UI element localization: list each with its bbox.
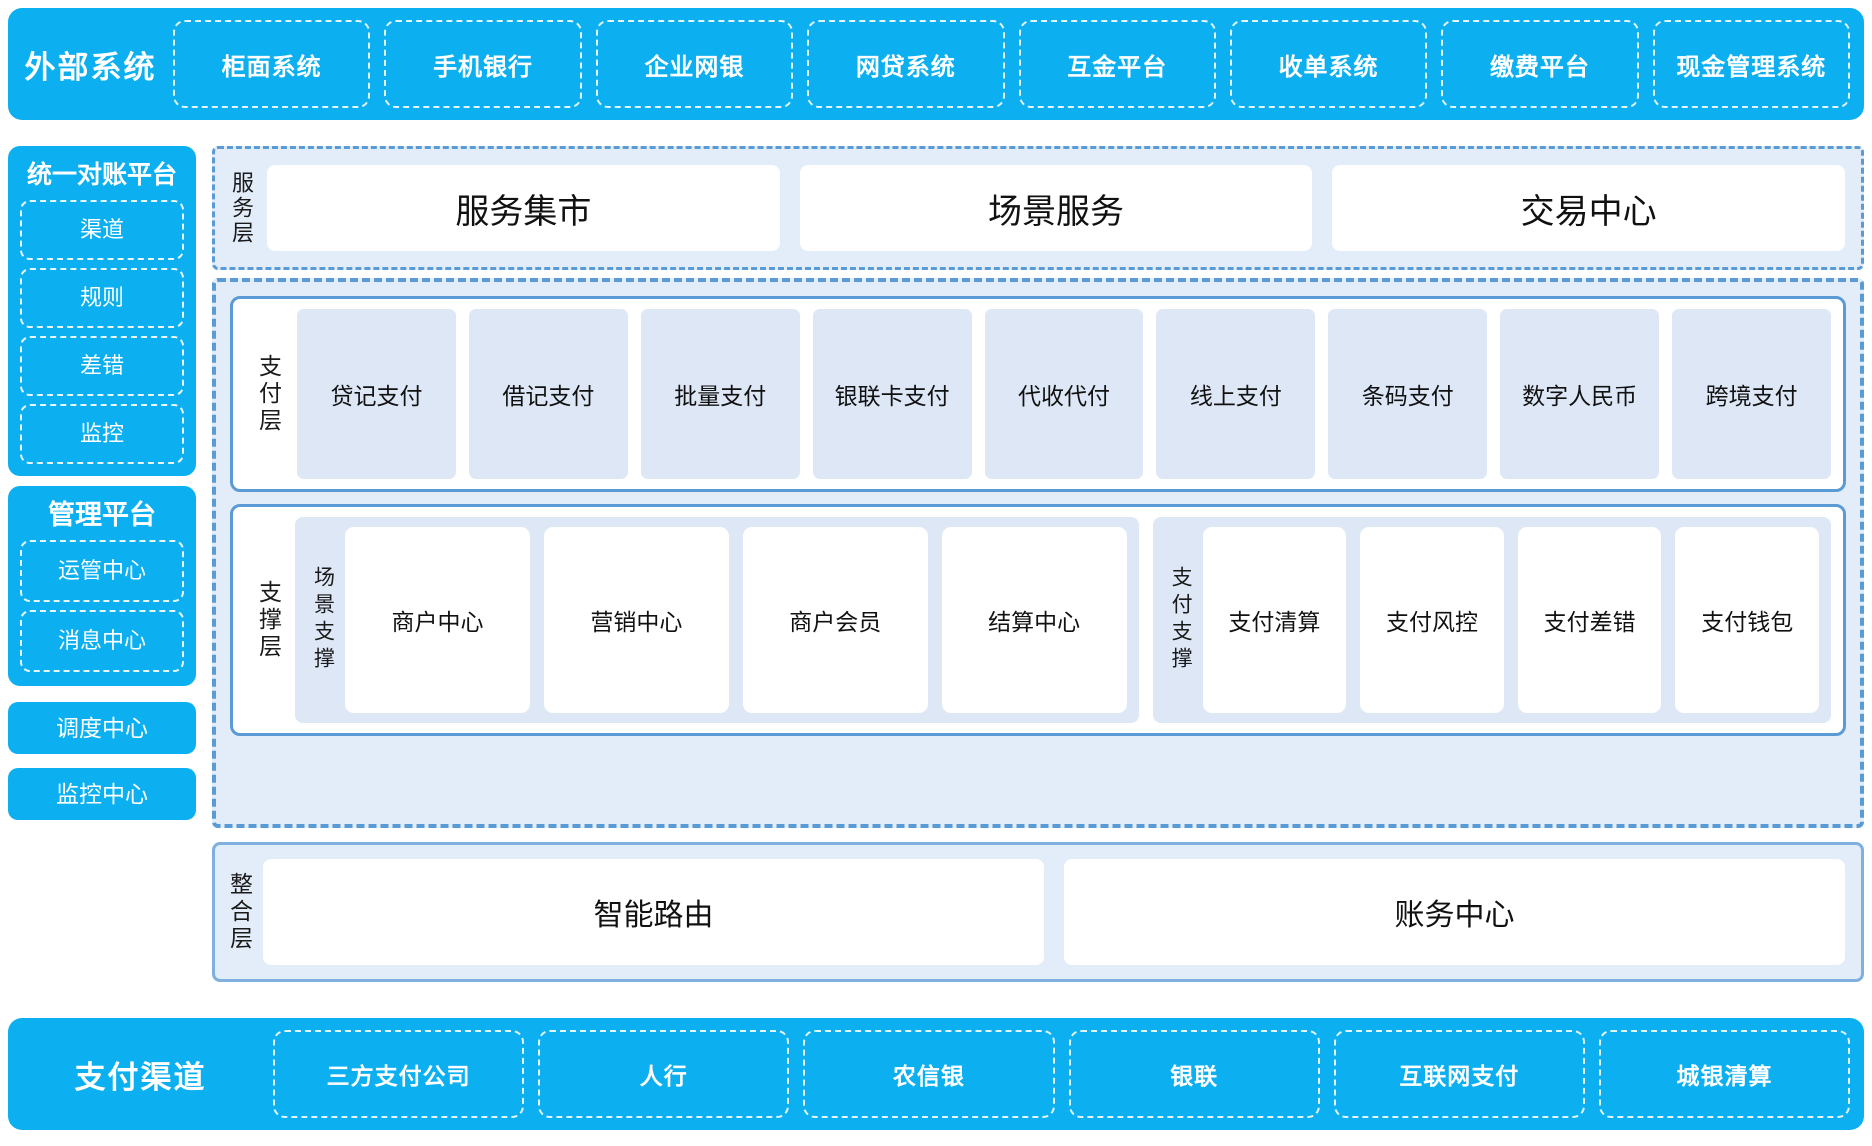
scenario-support-label: 场景支撑 [311,566,335,674]
payment-channels-title: 支付渠道 [74,1059,207,1095]
payment-item-digital-rmb[interactable]: 数字人民币 [1500,309,1660,479]
manage-platform-card: 管理平台 运管中心 消息中心 [8,486,196,686]
dispatch-center-box[interactable]: 调度中心 [8,702,196,754]
support-layer-panel: 支撑层 场景支撑 商户中心 营销中心 商户会员 结算中心 支付支撑 [230,504,1846,736]
external-system-item[interactable]: 网贷系统 [807,20,1005,108]
external-system-item[interactable]: 收单系统 [1229,20,1428,108]
external-systems-title: 外部系统 [24,49,157,85]
integration-item-smart-routing[interactable]: 智能路由 [263,859,1044,965]
recon-platform-item-monitor[interactable]: 监控 [20,404,184,464]
external-systems-items: 柜面系统 手机银行 企业网银 网贷系统 互金平台 收单系统 缴费平台 现金管理系… [173,8,1864,120]
service-layer-item-transaction[interactable]: 交易中心 [1332,165,1846,251]
external-system-item[interactable]: 现金管理系统 [1652,20,1850,108]
manage-platform-title: 管理平台 [48,500,156,530]
service-layer-items: 服务集市 场景服务 交易中心 [267,149,1861,267]
payment-item-batch[interactable]: 批量支付 [640,309,800,479]
integration-layer-label: 整合层 [226,871,253,953]
payment-support-group: 支付支撑 支付清算 支付风控 支付差错 支付钱包 [1152,517,1831,723]
scenario-item-settlement-center[interactable]: 结算中心 [941,527,1127,713]
payment-channel-item[interactable]: 城银清算 [1598,1030,1851,1118]
recon-platform-item-error[interactable]: 差错 [20,336,184,396]
payment-item-online[interactable]: 线上支付 [1156,309,1316,479]
recon-platform-item-channel[interactable]: 渠道 [20,200,184,260]
payment-layer-label: 支付层 [255,353,282,435]
recon-platform-card: 统一对账平台 渠道 规则 差错 监控 [8,146,196,476]
external-systems-bar: 外部系统 柜面系统 手机银行 企业网银 网贷系统 互金平台 收单系统 缴费平台 … [8,8,1864,120]
service-layer-item-market[interactable]: 服务集市 [267,165,780,251]
payment-support-item-risk[interactable]: 支付风控 [1360,527,1504,713]
payment-layer-panel: 支付层 贷记支付 借记支付 批量支付 银联卡支付 代收代付 线上支付 条码支付 … [230,296,1846,492]
payment-channel-item[interactable]: 银联 [1068,1030,1320,1118]
payment-support-item-wallet[interactable]: 支付钱包 [1675,527,1819,713]
service-layer-item-scenario[interactable]: 场景服务 [799,165,1313,251]
external-system-item[interactable]: 柜面系统 [173,20,371,108]
external-system-item[interactable]: 企业网银 [595,20,794,108]
payment-layer-items: 贷记支付 借记支付 批量支付 银联卡支付 代收代付 线上支付 条码支付 数字人民… [291,309,1832,479]
scenario-item-marketing-center[interactable]: 营销中心 [543,527,729,713]
payment-item-credit[interactable]: 贷记支付 [297,309,456,479]
scenario-item-merchant-center[interactable]: 商户中心 [345,527,530,713]
payment-channels-bar: 支付渠道 三方支付公司 人行 农信银 银联 互联网支付 城银清算 [8,1018,1864,1130]
payment-channel-item[interactable]: 农信银 [803,1030,1055,1118]
service-layer-label: 服务层 [229,170,254,246]
integration-layer-box: 整合层 智能路由 账务中心 [212,842,1864,982]
monitor-center-box[interactable]: 监控中心 [8,768,196,820]
support-layer-groups: 场景支撑 商户中心 营销中心 商户会员 结算中心 支付支撑 支付清算 支付风控 [291,517,1831,723]
core-layers-box: 支付层 贷记支付 借记支付 批量支付 银联卡支付 代收代付 线上支付 条码支付 … [212,278,1864,828]
recon-platform-item-rule[interactable]: 规则 [20,268,184,328]
payment-channel-item[interactable]: 互联网支付 [1333,1030,1585,1118]
payment-item-collection-payment[interactable]: 代收代付 [984,309,1144,479]
manage-platform-item-message[interactable]: 消息中心 [20,610,184,672]
external-system-item[interactable]: 手机银行 [384,20,582,108]
payment-item-barcode[interactable]: 条码支付 [1328,309,1488,479]
external-system-item[interactable]: 互金平台 [1018,20,1216,108]
integration-layer-items: 智能路由 账务中心 [263,845,1861,979]
payment-item-unionpay-card[interactable]: 银联卡支付 [812,309,972,479]
payment-channel-item[interactable]: 三方支付公司 [273,1030,525,1118]
payment-support-label: 支付支撑 [1169,566,1193,674]
scenario-item-merchant-member[interactable]: 商户会员 [742,527,928,713]
scenario-support-group: 场景支撑 商户中心 营销中心 商户会员 结算中心 [295,517,1139,723]
payment-item-cross-border[interactable]: 跨境支付 [1672,309,1832,479]
payment-channels-items: 三方支付公司 人行 农信银 银联 互联网支付 城银清算 [273,1018,1864,1130]
payment-item-debit[interactable]: 借记支付 [468,309,628,479]
payment-channel-item[interactable]: 人行 [538,1030,790,1118]
payment-support-item-clearing[interactable]: 支付清算 [1202,527,1347,713]
integration-item-accounting-center[interactable]: 账务中心 [1064,859,1845,965]
payment-support-item-error[interactable]: 支付差错 [1517,527,1662,713]
recon-platform-title: 统一对账平台 [26,161,177,189]
manage-platform-item-operations[interactable]: 运管中心 [20,540,184,602]
support-layer-label: 支撑层 [255,579,282,661]
external-system-item[interactable]: 缴费平台 [1441,20,1639,108]
payment-support-items: 支付清算 支付风控 支付差错 支付钱包 [1202,527,1819,713]
service-layer-box: 服务层 服务集市 场景服务 交易中心 [212,146,1864,270]
scenario-support-items: 商户中心 营销中心 商户会员 结算中心 [345,527,1127,713]
